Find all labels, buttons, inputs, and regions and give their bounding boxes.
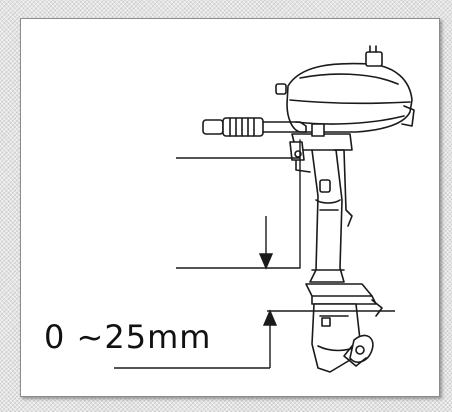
lower-unit [311, 299, 383, 373]
anticavitation-plate [305, 283, 377, 305]
tiller-handle [202, 117, 307, 137]
dimension-label: 0 ~25mm [44, 318, 211, 356]
dimension-lines [114, 157, 395, 369]
cowling [275, 45, 415, 133]
drive-shaft [309, 149, 345, 283]
arrow-head-down-icon [258, 253, 274, 270]
arrow-head-up-icon [262, 309, 278, 326]
